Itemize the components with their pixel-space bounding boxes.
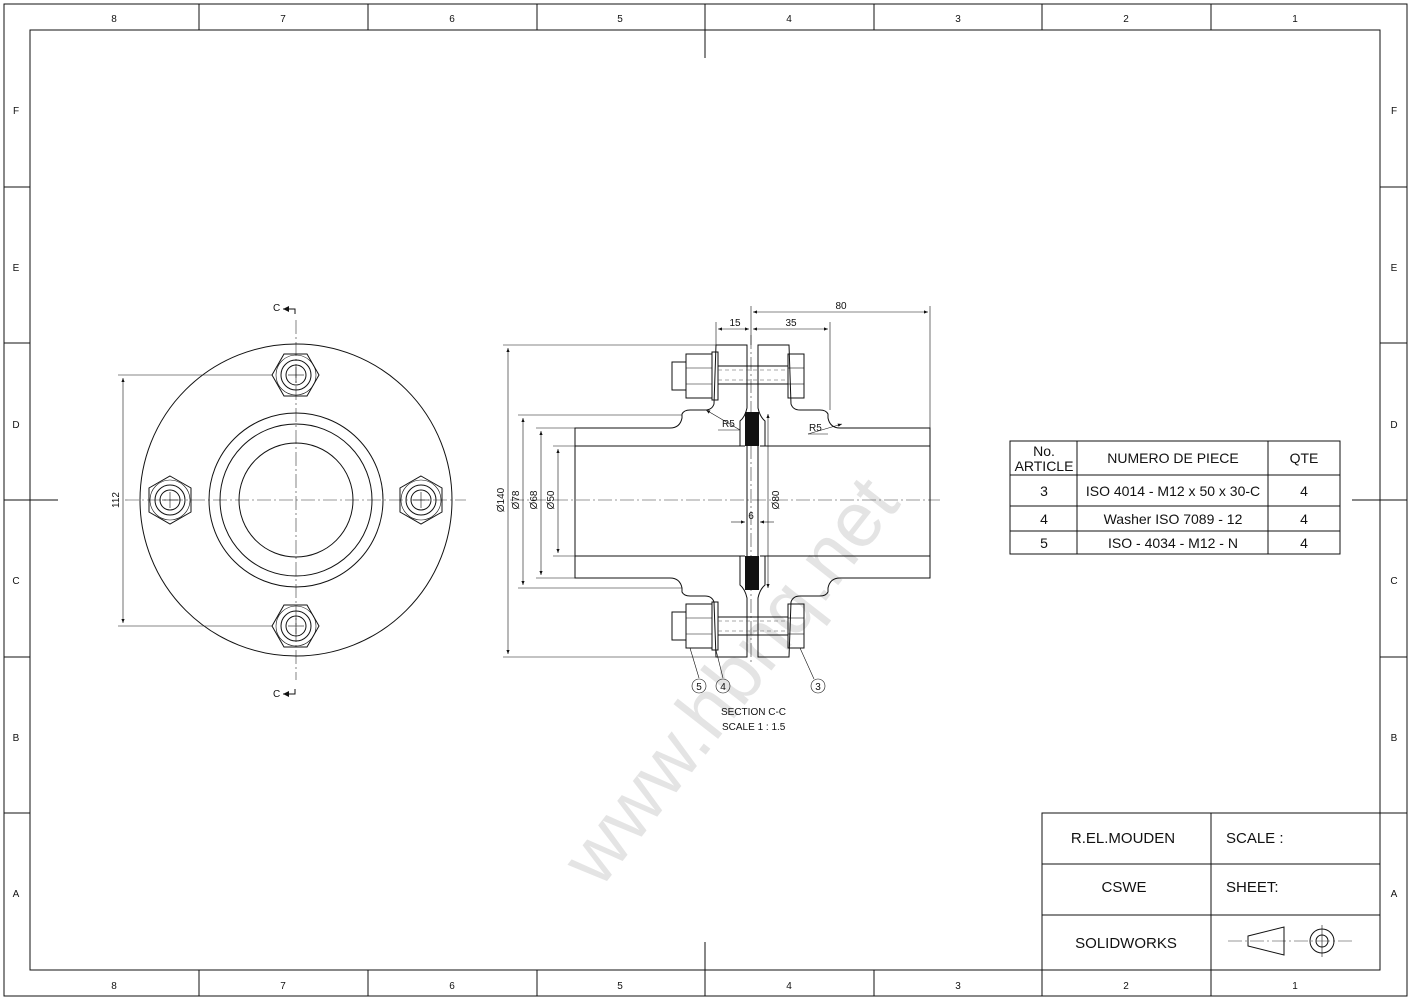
zone-row-f-left: F <box>13 106 19 117</box>
balloon-5: 5 <box>696 682 702 693</box>
title-block-sheet-label: SHEET: <box>1226 879 1279 896</box>
bom-header-name: NUMERO DE PIECE <box>1107 450 1238 466</box>
zone-col-7-bottom: 7 <box>280 981 286 992</box>
zone-col-2-top: 2 <box>1123 14 1129 25</box>
zone-col-1-bottom: 1 <box>1292 981 1298 992</box>
title-block-author: R.EL.MOUDEN <box>1071 830 1175 847</box>
section-marker-bottom: C <box>273 689 280 700</box>
hex-nut-left <box>148 475 192 525</box>
dim-112: 112 <box>111 492 122 508</box>
bom-row-3-qty: 4 <box>1300 535 1308 551</box>
hex-nut-right <box>399 475 443 525</box>
bom-row-1-name: ISO 4014 - M12 x 50 x 30-C <box>1086 483 1260 499</box>
bolt-assembly-top <box>671 351 805 401</box>
title-block-software: SOLIDWORKS <box>1075 935 1177 952</box>
bom-header-no-line1: No. <box>1033 443 1055 459</box>
hex-nut-top <box>271 353 320 397</box>
zone-row-e-left: E <box>13 263 20 274</box>
zone-row-e-right: E <box>1391 263 1398 274</box>
dim-15: 15 <box>729 318 741 329</box>
title-block-scale-label: SCALE : <box>1226 830 1284 847</box>
zone-col-4-top: 4 <box>786 14 792 25</box>
zone-col-4-bottom: 4 <box>786 981 792 992</box>
zone-row-c-left: C <box>12 576 19 587</box>
bom-header-no-line2: ARTICLE <box>1015 458 1074 474</box>
zone-row-f-right: F <box>1391 106 1397 117</box>
sheet-border: 8 7 6 5 4 3 2 1 8 7 6 5 4 3 2 1 F E D C … <box>3 3 1408 997</box>
bom-table: No. ARTICLE NUMERO DE PIECE QTE 3 ISO 40… <box>1009 440 1341 555</box>
bom-row-3-name: ISO - 4034 - M12 - N <box>1108 535 1238 551</box>
dim-80: 80 <box>835 301 847 312</box>
zone-row-b-right: B <box>1391 733 1398 744</box>
dim-6: 6 <box>748 511 754 522</box>
balloon-3: 3 <box>815 682 821 693</box>
dim-dia80: Ø80 <box>771 490 782 509</box>
zone-col-6-top: 6 <box>449 14 455 25</box>
title-block-org: CSWE <box>1102 879 1147 896</box>
zone-col-8-top: 8 <box>111 14 117 25</box>
zone-col-1-top: 1 <box>1292 14 1298 25</box>
zone-row-a-right: A <box>1391 889 1398 900</box>
dim-dia68: Ø68 <box>529 490 540 509</box>
zone-row-d-right: D <box>1390 420 1397 431</box>
bom-row-2-no: 4 <box>1040 511 1048 527</box>
section-view: 15 35 80 R5 R5 6 Ø80 Ø140 Ø78 Ø68 Ø50 <box>496 301 940 733</box>
section-marker-top: C <box>273 303 280 314</box>
zone-col-7-top: 7 <box>280 14 286 25</box>
dim-r5-left: R5 <box>722 419 735 430</box>
zone-row-c-right: C <box>1390 576 1397 587</box>
bom-row-3-no: 5 <box>1040 535 1048 551</box>
zone-col-3-top: 3 <box>955 14 961 25</box>
first-angle-projection-icon <box>1228 925 1352 957</box>
bom-row-1-qty: 4 <box>1300 483 1308 499</box>
zone-row-a-left: A <box>13 889 20 900</box>
zone-row-d-left: D <box>12 420 19 431</box>
dim-dia140: Ø140 <box>496 487 507 512</box>
hex-nut-bottom <box>271 604 320 648</box>
watermark: www.hbnq.net <box>543 460 915 901</box>
zone-col-3-bottom: 3 <box>955 981 961 992</box>
bom-header-qty: QTE <box>1290 450 1319 466</box>
bom-row-2-qty: 4 <box>1300 511 1308 527</box>
zone-col-5-top: 5 <box>617 14 623 25</box>
dim-35: 35 <box>785 318 797 329</box>
dim-dia50: Ø50 <box>546 490 557 509</box>
dim-dia78: Ø78 <box>511 490 522 509</box>
section-title: SECTION C-C <box>721 707 786 718</box>
bom-row-2-name: Washer ISO 7089 - 12 <box>1104 511 1243 527</box>
front-view: 112 C C <box>111 303 466 700</box>
balloon-4: 4 <box>720 682 726 693</box>
title-block: R.EL.MOUDEN CSWE SOLIDWORKS SCALE : SHEE… <box>1041 812 1381 971</box>
zone-col-8-bottom: 8 <box>111 981 117 992</box>
zone-col-5-bottom: 5 <box>617 981 623 992</box>
bolt-assembly-bottom <box>671 601 805 651</box>
zone-col-6-bottom: 6 <box>449 981 455 992</box>
bom-row-1-no: 3 <box>1040 483 1048 499</box>
dim-r5-right: R5 <box>809 423 822 434</box>
zone-col-2-bottom: 2 <box>1123 981 1129 992</box>
zone-row-b-left: B <box>13 733 20 744</box>
section-scale: SCALE 1 : 1.5 <box>722 722 786 733</box>
